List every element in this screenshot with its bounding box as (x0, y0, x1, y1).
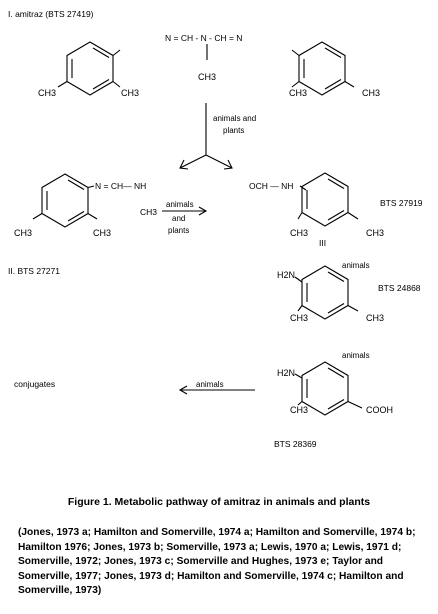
amitraz-left-ring (57, 41, 121, 96)
split-arrow-label-1: animals and (213, 114, 256, 123)
bts27919-group: OCH — NH (249, 181, 293, 191)
bts28369-acid: COOH (366, 405, 393, 415)
amitraz-left-methyl-b: CH3 (121, 88, 139, 98)
bts27271-side-chain: N = CH— NH (95, 181, 146, 191)
amitraz-linker: N = CH - N - CH = N (165, 33, 242, 43)
split-arrow-label-2: plants (223, 126, 244, 135)
bts27919-ring (297, 172, 359, 227)
arrow-to-conjugates (178, 385, 255, 395)
amitraz-linker-methyl: CH3 (198, 72, 216, 82)
bts27919-numeral: III (319, 238, 326, 248)
bts27271-ring (32, 173, 98, 228)
arrow-to-iv-label: animals (342, 261, 370, 270)
bts27919-methyl-a: CH3 (290, 228, 308, 238)
bts28369-label: BTS 28369 (274, 439, 317, 449)
bts27271-methyl: CH3 (140, 207, 157, 217)
arrow-ii-to-iii-label-3: plants (168, 226, 189, 235)
amitraz-left-methyl-a: CH3 (38, 88, 56, 98)
amitraz-label: I. amitraz (BTS 27419) (8, 9, 94, 19)
bts28369-ring (294, 361, 363, 416)
amitraz-right-ring (291, 41, 355, 96)
bts24868-methyl-a: CH3 (290, 313, 308, 323)
amitraz-right-methyl-a: CH3 (289, 88, 307, 98)
figure-references: (Jones, 1973 a; Hamilton and Somerville,… (18, 527, 416, 597)
arrow-to-v-label: animals (342, 351, 370, 360)
arrow-ii-to-iii-label-1: animals (166, 200, 194, 209)
arrow-to-conjugates-label: animals (196, 380, 224, 389)
bts27271-label: II. BTS 27271 (8, 266, 60, 276)
arrow-ii-to-iii-label-2: and (172, 214, 185, 223)
bts27919-label: BTS 27919 (380, 198, 423, 208)
arrow-ii-to-iii (162, 206, 208, 216)
conjugates-label: conjugates (14, 379, 55, 389)
bts24868-ring (294, 265, 359, 320)
bts24868-label: BTS 24868 (378, 283, 421, 293)
bts27271-ring-methyl-a: CH3 (14, 228, 32, 238)
amitraz-right-methyl-b: CH3 (362, 88, 380, 98)
split-arrow (179, 103, 233, 170)
bts28369-methyl: CH3 (290, 405, 308, 415)
bts28369-group: H2N (277, 368, 295, 378)
bts27271-ring-methyl-b: CH3 (93, 228, 111, 238)
bts27919-methyl-b: CH3 (366, 228, 384, 238)
bts24868-methyl-b: CH3 (366, 313, 384, 323)
figure-caption: Figure 1. Metabolic pathway of amitraz i… (67, 496, 371, 508)
bts24868-group: H2N (277, 270, 295, 280)
